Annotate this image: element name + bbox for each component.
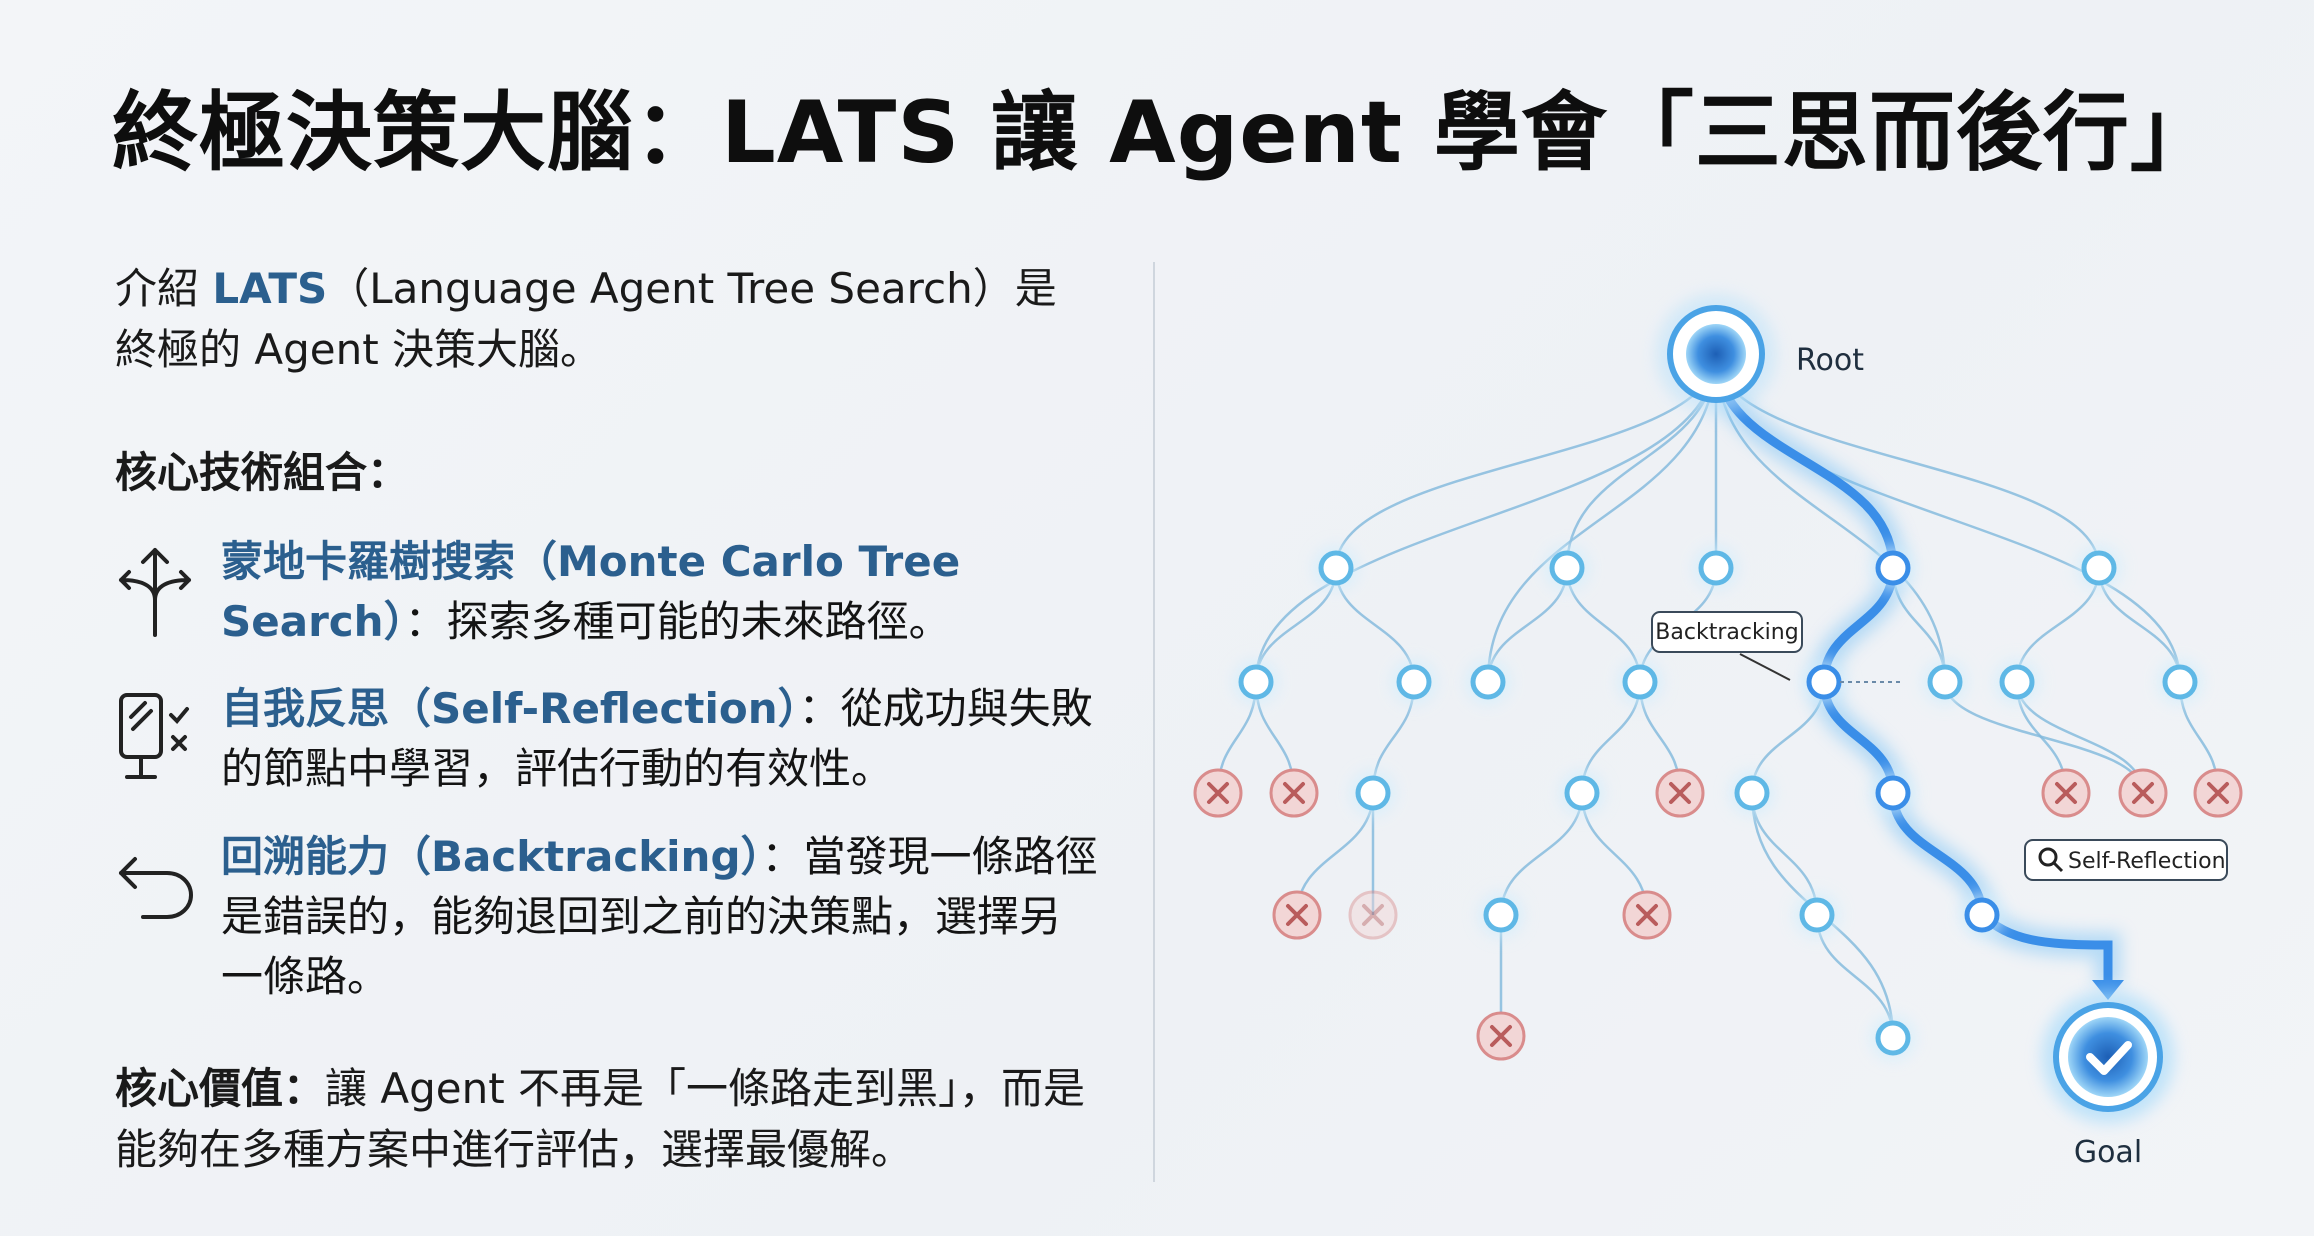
failed-node (2041, 768, 2091, 818)
x-icon (1490, 1025, 1512, 1047)
tree-edge (1486, 353, 1718, 683)
core-value-text: 讓 Agent 不再是「一條路走到黑」，而是能夠在多種方案中進行評估，選擇最優解… (115, 1064, 1086, 1174)
tree-node (1960, 893, 2004, 937)
intro-prefix: 介紹 (115, 264, 213, 313)
tree-node (1560, 771, 1604, 815)
check-icon (2086, 1041, 2132, 1075)
page-title: 終極決策大腦：LATS 讓 Agent 學會「三思而後行」 (112, 83, 2217, 183)
tree-node (1995, 660, 2039, 704)
failed-node (1655, 768, 1705, 818)
tree-node (2158, 660, 2202, 704)
x-icon (2132, 782, 2154, 804)
item-term: 蒙地卡羅樹搜索（Monte Carlo Tree Search） (221, 537, 961, 646)
tree-node (1730, 771, 1774, 815)
item-desc: ：探索多種可能的未來路徑。 (404, 597, 951, 646)
goal-node (2042, 991, 2174, 1123)
tree-node (1871, 546, 1915, 590)
x-icon (1286, 904, 1308, 926)
x-icon (2055, 782, 2077, 804)
tree-node (1923, 660, 1967, 704)
x-icon (1669, 782, 1691, 804)
x-icon (1636, 904, 1658, 926)
failed-node (2118, 768, 2168, 818)
tree-edge (1334, 353, 1718, 569)
x-icon (2207, 782, 2229, 804)
failed-node (1193, 768, 1243, 818)
failed-node (1348, 890, 1398, 940)
magnifier-icon (2038, 847, 2058, 867)
tree-node (1392, 660, 1436, 704)
item-desc: ：當發現一條路徑是錯誤的，能夠退回到之前的決策點，選擇另一條路。 (221, 832, 1098, 1001)
backtracking-callout: Backtracking (1651, 611, 1900, 683)
self-reflection-label: Self-Reflection (2068, 849, 2226, 874)
tree-edge (1254, 353, 1718, 683)
intro-text: 介紹 LATS（Language Agent Tree Search）是終極的 … (115, 258, 1095, 380)
core-value-label: 核心價值： (115, 1064, 326, 1113)
intro-suffix: （Language Agent Tree Search）是終極的 Agent 決… (115, 264, 1057, 374)
tree-node (1618, 660, 1662, 704)
x-icon (1362, 904, 1384, 926)
x-icon (1283, 782, 1305, 804)
item-desc: ：從成功與失敗的節點中學習，評估行動的有效性。 (221, 684, 1093, 793)
core-value: 核心價值：讓 Agent 不再是「一條路走到黑」，而是能夠在多種方案中進行評估，… (115, 1058, 1095, 1180)
intro-highlight: LATS (212, 264, 328, 313)
best-path-arrowhead (2092, 980, 2124, 1000)
tree-node (1694, 546, 1738, 590)
self-reflection-callout: Self-Reflection (2024, 839, 2228, 881)
tree-node (1802, 660, 1846, 704)
tree-node (1871, 1016, 1915, 1060)
best-path-glow (1703, 353, 2121, 985)
tree-node (1234, 660, 1278, 704)
tree-node (1466, 660, 1510, 704)
goal-label: Goal (2074, 1135, 2142, 1170)
root-node (1656, 294, 1776, 414)
best-path (1711, 349, 2113, 990)
x-icon (1207, 782, 1229, 804)
tree-node (1545, 546, 1589, 590)
tree-edge (1714, 353, 2101, 569)
item-term: 回溯能力（Backtracking） (221, 832, 762, 881)
divider (1153, 262, 1155, 1182)
tree-node (2077, 546, 2121, 590)
root-label: Root (1796, 343, 1864, 378)
tree-edge (1943, 681, 2145, 794)
section-heading: 核心技術組合： (115, 448, 410, 497)
tree-node (1314, 546, 1358, 590)
tree-node (1795, 893, 1839, 937)
tree-node (1871, 771, 1915, 815)
backtracking-label: Backtracking (1655, 620, 1798, 645)
mirror-check-icon (119, 693, 189, 779)
failed-node (1622, 890, 1672, 940)
tree-node (1479, 893, 1523, 937)
failed-node (1272, 890, 1322, 940)
failed-node (1476, 1011, 1526, 1061)
branching-arrows-icon (119, 548, 191, 637)
undo-arrow-icon (119, 857, 193, 919)
item-term: 自我反思（Self-Reflection） (221, 684, 799, 733)
tree-node (1351, 771, 1395, 815)
failed-node (1269, 768, 1319, 818)
failed-node (2193, 768, 2243, 818)
